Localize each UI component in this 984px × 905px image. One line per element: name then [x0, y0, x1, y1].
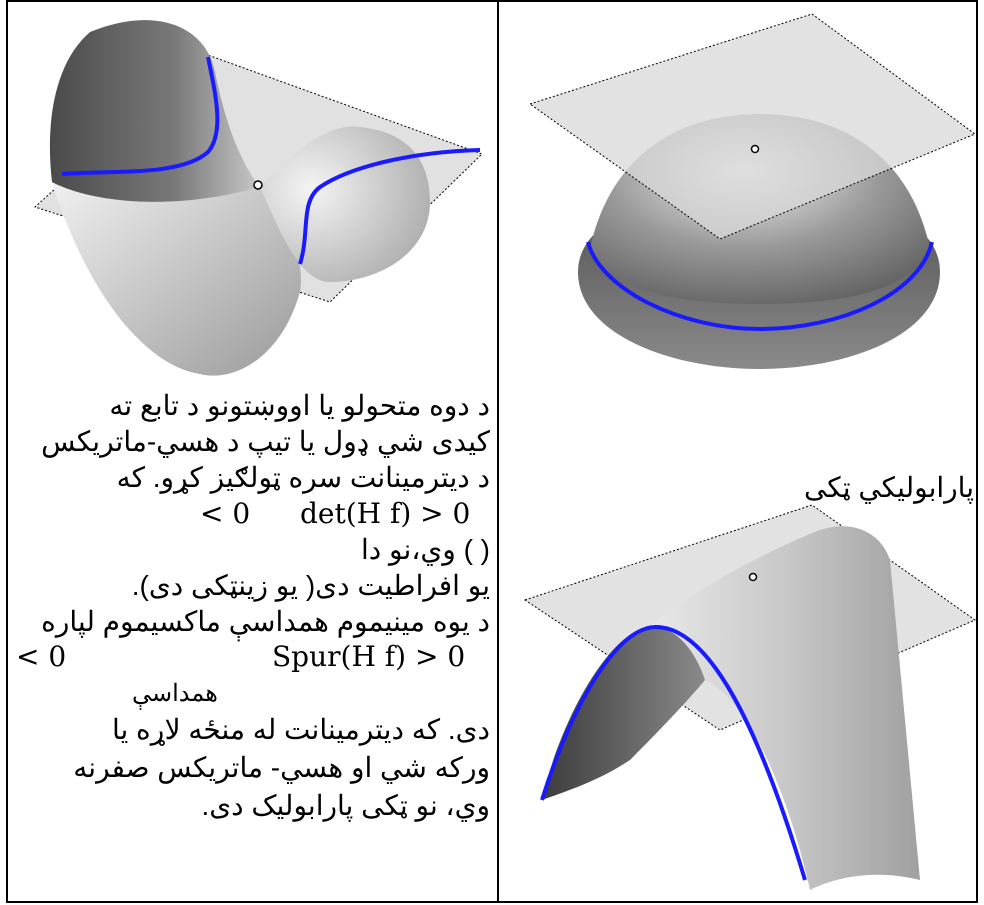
- text-line-7: د يوه مينيموم همداسې ماکسيموم لپاره: [41, 606, 490, 637]
- text-line-1: د دوه متحولو يا اووښتونو د تابع ته: [109, 390, 490, 421]
- label-hamdasi: همداسې: [132, 680, 218, 707]
- saddle-surface-svg: [34, 20, 483, 376]
- text-line-b2: ورکه شي او هسي- ماتريکس صفرنه: [73, 752, 490, 783]
- text-line-5: ( ) وي،نو دا: [361, 534, 490, 565]
- math-spur-hf: Spur(H f) > 0: [272, 640, 466, 673]
- math-det-hf: det(H f) > 0: [300, 497, 471, 530]
- text-line-3: د ديترمينانت سره ټولګيز کړو. که: [116, 462, 490, 493]
- math-lt-zero-2: < 0: [16, 640, 67, 673]
- math-lt-zero-1: < 0: [200, 497, 251, 530]
- text-line-b1: دی. که ديترمينانت له منځه لاړه يا: [111, 714, 490, 745]
- text-line-b3: وي، نو ټکی پارابوليک دی.: [201, 790, 490, 821]
- parabolic-figure: [520, 500, 980, 900]
- figure-table: [6, 0, 978, 903]
- text-line-6: يو افراطيت دی( يو زينټکی دی).: [131, 570, 490, 601]
- dome-surface-svg: [528, 13, 977, 369]
- text-line-2: کيدی شي ډول يا تيپ د هسي-ماتريکس: [41, 426, 490, 457]
- dome-figure: [520, 4, 980, 376]
- parabolic-surface-svg: [523, 504, 977, 890]
- parabolic-point-caption: پارابوليکي ټکی: [803, 472, 974, 503]
- saddle-figure: [30, 2, 490, 382]
- column-divider: [497, 0, 499, 903]
